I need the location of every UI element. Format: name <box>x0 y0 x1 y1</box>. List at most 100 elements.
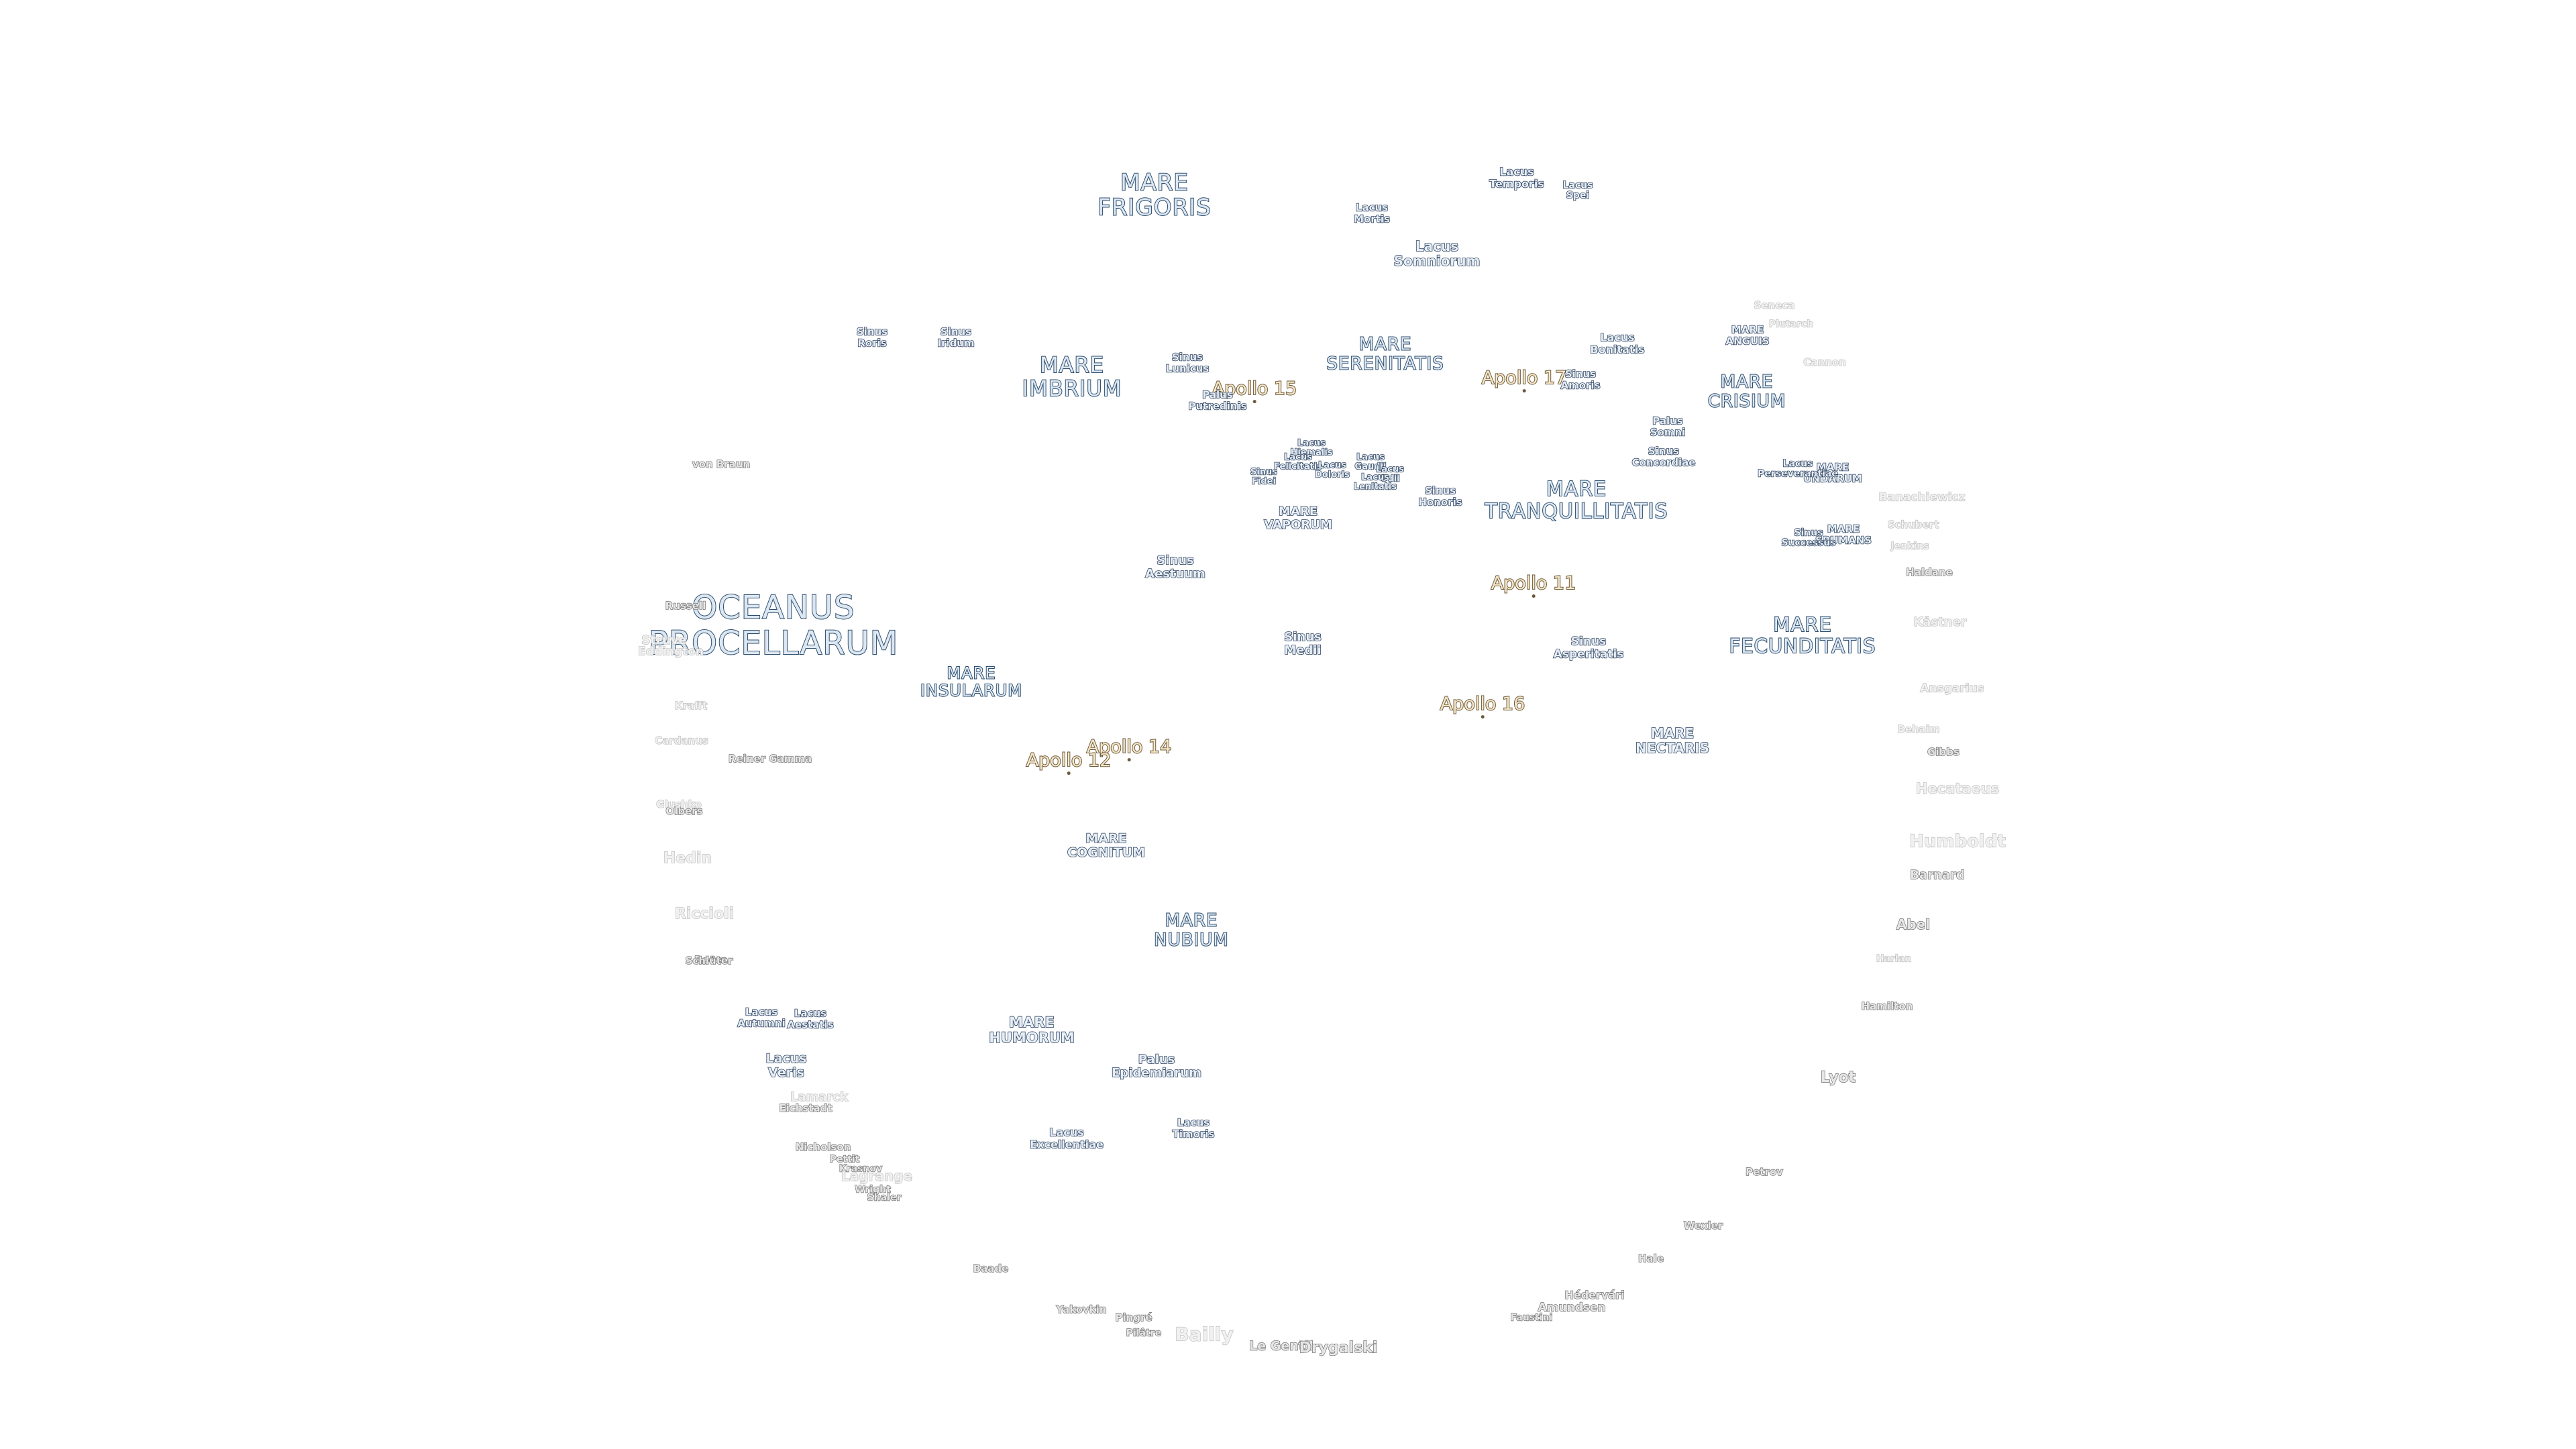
label-crater-harlan: Harlan <box>1876 953 1912 965</box>
label-lacus-temporis: Lacus Temporis <box>1489 165 1544 190</box>
label-crater-cardanus: Cardanus <box>655 734 709 747</box>
label-apollo-11: Apollo 11 <box>1491 573 1576 598</box>
label-palus-epidemiarum: Palus Epidemiarum <box>1111 1053 1202 1080</box>
label-lacus-spei: Lacus Spei <box>1562 180 1594 201</box>
label-lacus-perseverantiae: Lacus Perseverantiae <box>1757 458 1838 480</box>
label-crater-le-gentil: Le Gentil <box>1248 1338 1313 1354</box>
label-sinus-fidei: Sinus Fidei <box>1250 467 1278 487</box>
label-crater-lagrange: Lagrange <box>841 1168 913 1184</box>
label-mare-crisium: MARE CRISIUM <box>1707 372 1786 411</box>
label-mare-anguis: MARE ANGUIS <box>1725 323 1770 347</box>
label-sinus-successus: Sinus Successus <box>1781 527 1837 549</box>
label-crater-shaler: Shaler <box>867 1192 902 1203</box>
label-apollo-14: Apollo 14 <box>1086 737 1172 761</box>
label-crater-hedin: Hedin <box>663 849 712 867</box>
label-crater-hedervari: Hédervári <box>1564 1289 1625 1302</box>
label-mare-frigoris: MARE FRIGORIS <box>1097 169 1212 221</box>
label-crater-riccioli: Riccioli <box>674 905 735 923</box>
label-mare-imbrium: MARE IMBRIUM <box>1022 352 1122 401</box>
label-crater-haldane: Haldane <box>1906 566 1953 578</box>
label-crater-baade: Baade <box>973 1262 1009 1275</box>
label-sinus-aestuum: Sinus Aestuum <box>1144 553 1205 581</box>
label-sinus-asperitatis: Sinus Asperitatis <box>1553 635 1624 661</box>
label-crater-rocca: Rocca <box>694 953 728 966</box>
label-lacus-gaudii: Lacus Gaudii <box>1354 452 1387 472</box>
label-mare-tranquillitatis: MARE TRANQUILLITATIS <box>1484 478 1668 523</box>
label-apollo-15: Apollo 15 <box>1212 378 1297 403</box>
label-mare-humorum: MARE HUMORUM <box>988 1014 1075 1046</box>
label-mare-nectaris: MARE NECTARIS <box>1635 725 1710 756</box>
label-crater-struve: Struve <box>641 633 687 648</box>
label-mare-undarum: MARE UNDARUM <box>1803 461 1862 484</box>
label-apollo-17: Apollo 17 <box>1481 368 1567 392</box>
label-crater-yakovkin: Yakovkin <box>1056 1303 1107 1316</box>
label-crater-banachiewicz: Banachiewicz <box>1878 490 1966 504</box>
label-mare-nubium: MARE NUBIUM <box>1153 910 1229 950</box>
label-crater-glushko: Glushko <box>656 798 702 810</box>
label-crater-olbers: Olbers <box>665 804 704 817</box>
label-lacus-veris: Lacus Veris <box>765 1051 808 1080</box>
label-mare-insularum: MARE INSULARUM <box>920 663 1023 700</box>
label-crater-kastner: Kästner <box>1913 615 1968 630</box>
label-lacus-mortis: Lacus Mortis <box>1353 201 1390 225</box>
label-crater-plutarch: Plutarch <box>1768 319 1814 330</box>
label-crater-bailly: Bailly <box>1175 1323 1234 1346</box>
label-crater-nicholson: Nicholson <box>795 1140 851 1153</box>
label-sinus-iridum: Sinus Iridum <box>937 325 975 349</box>
label-crater-hecataeus: Hecataeus <box>1915 780 2000 797</box>
label-lacus-somniorum: Lacus Somniorum <box>1393 238 1481 269</box>
label-lacus-doloris: Lacus Doloris <box>1314 460 1350 480</box>
label-sinus-roris: Sinus Roris <box>856 325 888 349</box>
label-crater-jenkins: Jenkins <box>1890 541 1929 552</box>
label-lacus-aestatis: Lacus Aestatis <box>787 1007 835 1030</box>
label-crater-wright: Wright <box>855 1184 892 1195</box>
label-lacus-timoris: Lacus Timoris <box>1172 1116 1215 1140</box>
label-oceanus-procellarum: OCEANUS PROCELLARUM <box>648 589 899 662</box>
label-crater-abel: Abel <box>1896 916 1931 932</box>
label-crater-seneca: Seneca <box>1754 299 1795 311</box>
label-mare-vaporum: MARE VAPORUM <box>1263 504 1332 532</box>
label-crater-humboldt: Humboldt <box>1909 831 2006 852</box>
label-crater-amundsen: Amundsen <box>1538 1301 1606 1315</box>
label-lacus-bonitatis: Lacus Bonitatis <box>1590 331 1646 356</box>
label-crater-lyot: Lyot <box>1820 1069 1856 1087</box>
label-crater-schluter: Schlüter <box>685 954 733 967</box>
label-crater-drygalski: Drygalski <box>1299 1339 1378 1357</box>
label-crater-petrov: Petrov <box>1745 1165 1783 1178</box>
label-crater-russell: Russell <box>665 599 706 612</box>
label-sinus-amoris: Sinus Amoris <box>1560 368 1601 391</box>
label-crater-cannon: Cannon <box>1803 356 1847 368</box>
label-sinus-lunicus: Sinus Lunicus <box>1165 351 1210 374</box>
label-lacus-autumni: Lacus Autumni <box>737 1006 786 1029</box>
label-crater-wexler: Wexler <box>1683 1219 1723 1232</box>
label-sinus-medii: Sinus Medii <box>1283 630 1322 657</box>
label-crater-pettit: Pettit <box>829 1154 860 1165</box>
label-palus-putredinis: Palus Putredinis <box>1188 388 1248 412</box>
label-crater-hamilton: Hamilton <box>1861 1000 1913 1012</box>
label-sinus-honoris: Sinus Honoris <box>1418 484 1463 508</box>
label-lacus-hiemalis: Lacus Hiemalis <box>1290 438 1334 458</box>
label-mare-spumans: MARE SPUMANS <box>1815 523 1872 546</box>
label-crater-krasnov: Krasnov <box>839 1163 883 1175</box>
label-mare-fecunditatis: MARE FECUNDITATIS <box>1729 613 1876 657</box>
label-crater-behaim: Behaim <box>1897 722 1940 735</box>
label-palus-somni: Palus Somni <box>1650 415 1686 438</box>
label-lacus-excellentiae: Lacus Excellentiae <box>1029 1126 1104 1150</box>
label-apollo-16: Apollo 16 <box>1440 694 1525 718</box>
label-mare-cognitum: MARE COGNITUM <box>1067 831 1146 860</box>
label-crater-ansgarius: Ansgarius <box>1920 682 1985 696</box>
label-crater-gibbs: Gibbs <box>1927 745 1960 758</box>
label-lacus-lenitatis: Lacus Lenitatis <box>1353 472 1397 492</box>
label-crater-barnard: Barnard <box>1910 868 1966 883</box>
label-crater-krafft: Krafft <box>674 699 708 712</box>
label-lacus-felicitatis: Lacus Felicitatis <box>1273 452 1322 472</box>
label-crater-pilatre: Pilâtre <box>1126 1328 1162 1339</box>
label-crater-hale: Hale <box>1638 1252 1664 1265</box>
label-crater-eichstadt: Eichstadt <box>779 1102 833 1114</box>
label-crater-reiner-gamma: Reiner Gamma <box>728 752 812 765</box>
label-lacus-odii: Lacus Odii <box>1375 464 1404 484</box>
label-crater-pingre: Pingré <box>1115 1311 1153 1324</box>
label-crater-von-braun: von Braun <box>692 458 751 470</box>
label-sinus-concordiae: Sinus Concordiae <box>1631 445 1696 468</box>
